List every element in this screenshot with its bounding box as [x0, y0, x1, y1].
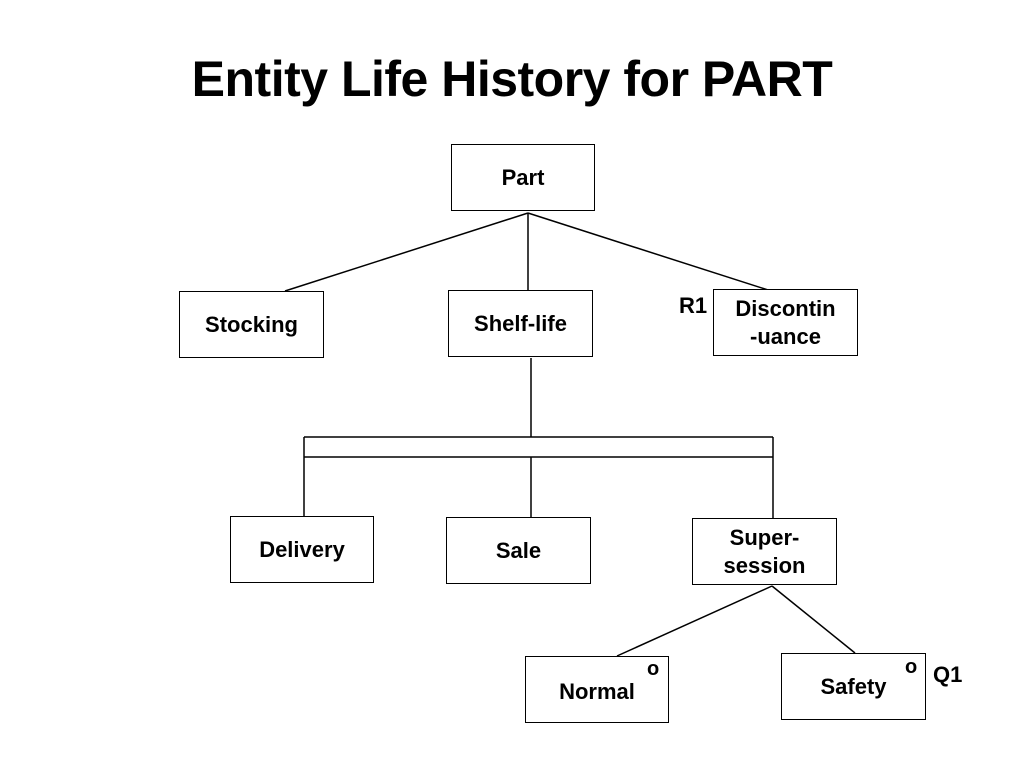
- connector-supersession-safety: [771, 585, 856, 654]
- node-shelf-life: Shelf-life: [448, 290, 593, 357]
- connector-part-stocking: [284, 212, 529, 292]
- node-part: Part: [451, 144, 595, 211]
- node-safety: Safety: [781, 653, 926, 720]
- node-discontinuance-label-line1: Discontin: [735, 295, 836, 321]
- connector-supersession-normal: [616, 585, 773, 657]
- node-discontinuance: Discontin -uance: [713, 289, 858, 356]
- node-safety-label: Safety: [820, 673, 887, 699]
- node-normal-label: Normal: [559, 678, 635, 704]
- node-part-label: Part: [501, 164, 545, 190]
- node-supersession-label-line2: session: [723, 552, 806, 578]
- node-normal: Normal: [525, 656, 669, 723]
- quit-marker-q1: Q1: [933, 662, 963, 687]
- node-supersession: Super- session: [692, 518, 837, 585]
- connector-part-discontinuance: [527, 212, 769, 291]
- node-shelf-life-label: Shelf-life: [474, 310, 567, 336]
- selection-marker-safety: o: [905, 656, 918, 678]
- diagram-title: Entity Life History for PART: [191, 51, 833, 107]
- node-stocking: Stocking: [179, 291, 324, 358]
- node-stocking-label: Stocking: [205, 311, 298, 337]
- node-discontinuance-label-line2: -uance: [750, 323, 821, 349]
- node-sale-label: Sale: [495, 537, 542, 563]
- node-sale: Sale: [446, 517, 591, 584]
- node-delivery-label: Delivery: [259, 536, 345, 562]
- resume-marker-r1: R1: [679, 293, 708, 318]
- selection-marker-normal: o: [647, 658, 660, 680]
- node-supersession-label-line1: Super-: [729, 524, 800, 550]
- node-delivery: Delivery: [230, 516, 374, 583]
